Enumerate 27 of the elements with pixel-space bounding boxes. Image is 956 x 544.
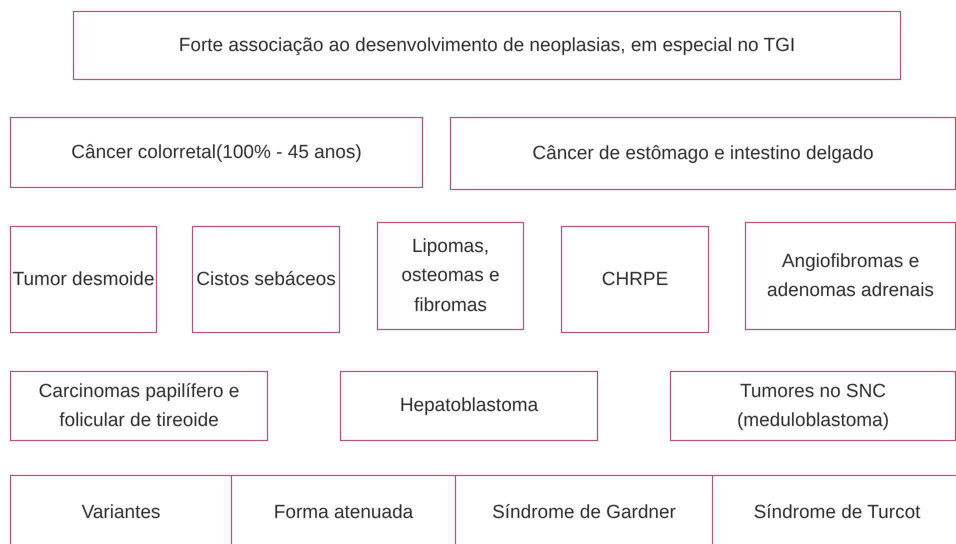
- box-text: Síndrome de Turcot: [754, 500, 920, 525]
- box-text: Lipomas, osteomas e fibromas: [400, 234, 501, 318]
- box-text: Angiofibromas e adenomas adrenais: [766, 250, 935, 303]
- box-text: Síndrome de Gardner: [492, 500, 676, 525]
- box-text: Variantes: [82, 500, 160, 525]
- text-box: [745, 222, 956, 330]
- text-box: [561, 226, 709, 333]
- text-box: [10, 226, 157, 333]
- text-box: [450, 117, 956, 190]
- box-text: Tumor desmoide: [12, 268, 154, 292]
- box-text: Cistos sebáceos: [196, 268, 336, 292]
- box-text: Carcinomas papilífero e folicular de tireoide: [38, 380, 240, 433]
- box-text: Câncer colorretal(100% - 45 anos): [71, 140, 362, 165]
- text-box: [377, 222, 524, 330]
- box-text: Hepatoblastoma: [400, 394, 538, 418]
- text-box: [670, 371, 956, 441]
- text-box: [192, 226, 340, 333]
- text-box: [10, 371, 268, 441]
- box-text: Câncer de estômago e intestino delgado: [532, 142, 874, 166]
- text-box: [10, 117, 423, 188]
- text-box: [10, 475, 232, 544]
- box-text: Forte associação ao desenvolvimento de neoplasias, em especial no TGI: [178, 34, 796, 58]
- text-box: [73, 11, 901, 80]
- box-text: Forma atenuada: [274, 500, 414, 525]
- box-text: CHRPE: [602, 268, 668, 292]
- box-text: Tumores no SNC (meduloblastoma): [736, 380, 890, 433]
- text-box: [340, 371, 598, 441]
